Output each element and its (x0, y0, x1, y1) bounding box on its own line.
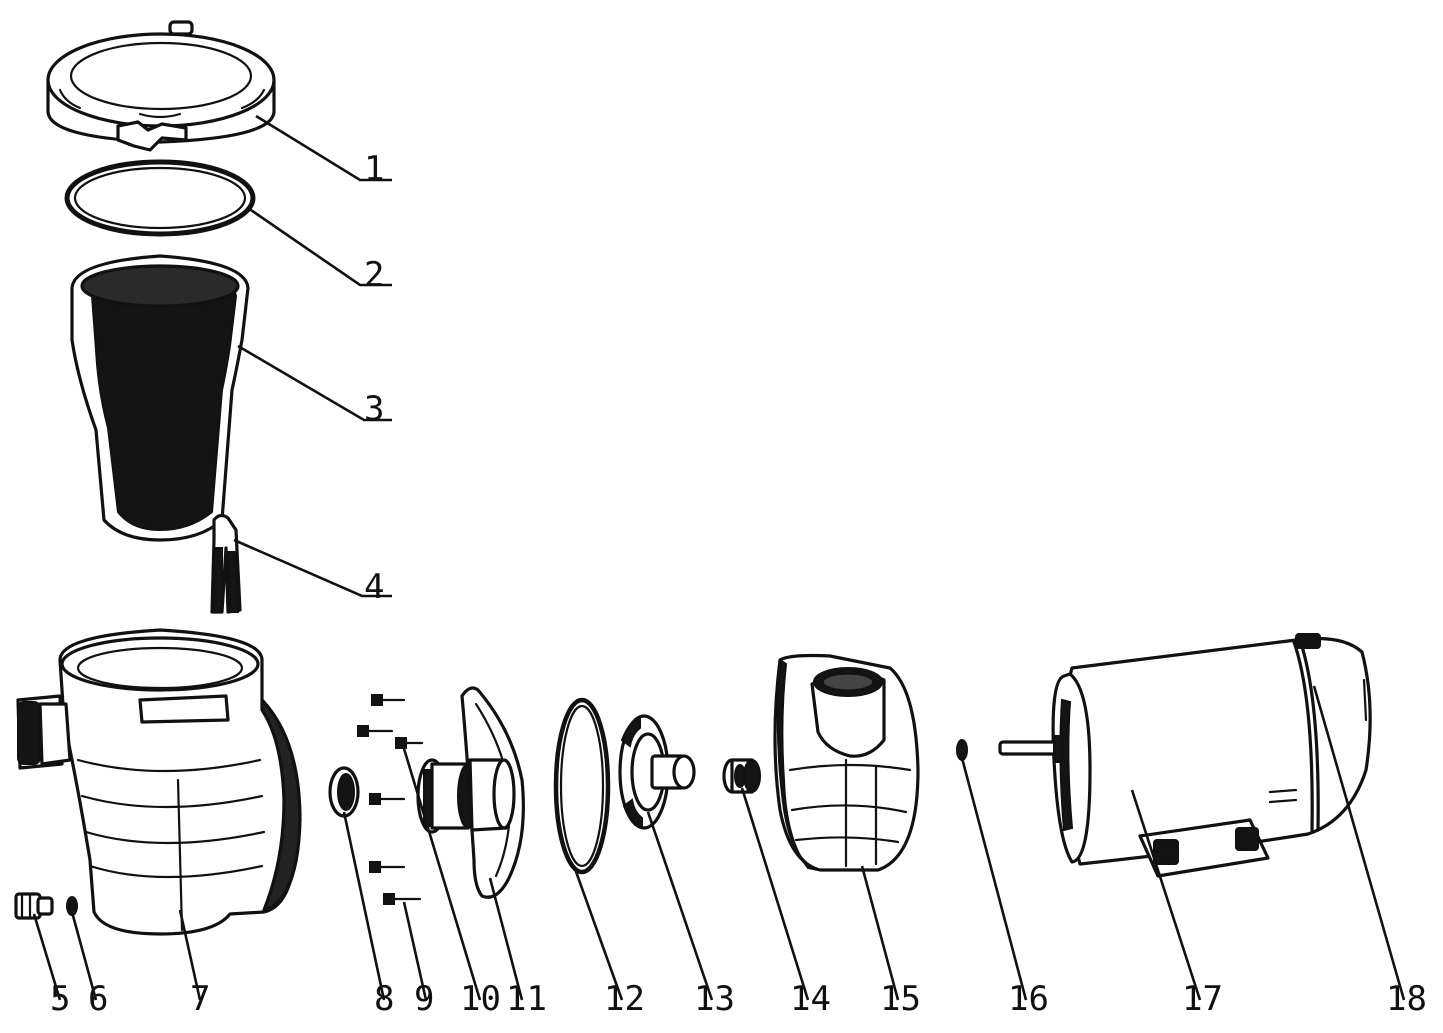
callout-13: 13 (694, 979, 735, 1019)
callout-7: 7 (190, 979, 210, 1019)
leader-18 (1312, 685, 1406, 1001)
callout-1: 1 (364, 149, 384, 189)
part-2-lid-o-ring (64, 159, 256, 237)
screw (369, 793, 406, 805)
leader-10 (400, 741, 482, 1001)
callout-4: 4 (364, 567, 384, 607)
part-11-seal-plate (460, 686, 525, 899)
callout-9: 9 (414, 979, 434, 1019)
part-9-screws (357, 694, 424, 905)
part-15-volute (773, 653, 920, 872)
part-17-motor (998, 633, 1372, 878)
leader-16 (960, 757, 1028, 1001)
leader-6 (70, 911, 98, 1001)
callout-11: 11 (506, 979, 547, 1019)
part-7-pump-housing (16, 628, 302, 936)
screw (371, 694, 406, 706)
leader-1 (255, 114, 392, 182)
leader-8 (342, 811, 386, 1001)
leader-lines (32, 114, 1406, 1001)
leader-14 (740, 787, 810, 1001)
screw (369, 861, 406, 873)
part-13-impeller (618, 714, 696, 830)
leader-17 (1130, 789, 1202, 1001)
leader-4 (233, 538, 392, 598)
leader-7 (178, 909, 202, 1001)
callout-labels: 1 2 3 4 5 6 7 8 9 10 11 12 13 14 15 16 1… (50, 149, 1427, 1019)
leader-3 (237, 344, 392, 422)
leader-9 (402, 901, 428, 1001)
part-1-strainer-lid (46, 20, 276, 152)
callout-18: 18 (1386, 979, 1427, 1019)
leader-2 (247, 206, 392, 287)
part-16-slinger (956, 739, 968, 761)
leader-15 (860, 865, 900, 1001)
callout-8: 8 (374, 979, 394, 1019)
leader-12 (572, 865, 624, 1001)
part-14-diffuser-insert (722, 758, 761, 794)
callout-2: 2 (364, 255, 384, 295)
part-4-key-clip (210, 513, 242, 614)
callout-6: 6 (88, 979, 108, 1019)
part-3-strainer-basket (70, 254, 250, 542)
part-8-seal-washer (328, 766, 360, 818)
callout-15: 15 (880, 979, 921, 1019)
callout-3: 3 (364, 389, 384, 429)
callout-12: 12 (604, 979, 645, 1019)
callout-17: 17 (1182, 979, 1223, 1019)
callout-5: 5 (50, 979, 70, 1019)
screw (383, 893, 422, 905)
callout-14: 14 (790, 979, 831, 1019)
leader-5 (32, 913, 62, 1001)
screw (395, 737, 424, 749)
leader-13 (646, 811, 714, 1001)
part-5-fitting (14, 892, 54, 920)
callout-10: 10 (460, 979, 501, 1019)
screw (357, 725, 394, 737)
leader-11 (488, 877, 524, 1001)
callout-16: 16 (1008, 979, 1049, 1019)
part-12-large-o-ring (553, 697, 611, 875)
